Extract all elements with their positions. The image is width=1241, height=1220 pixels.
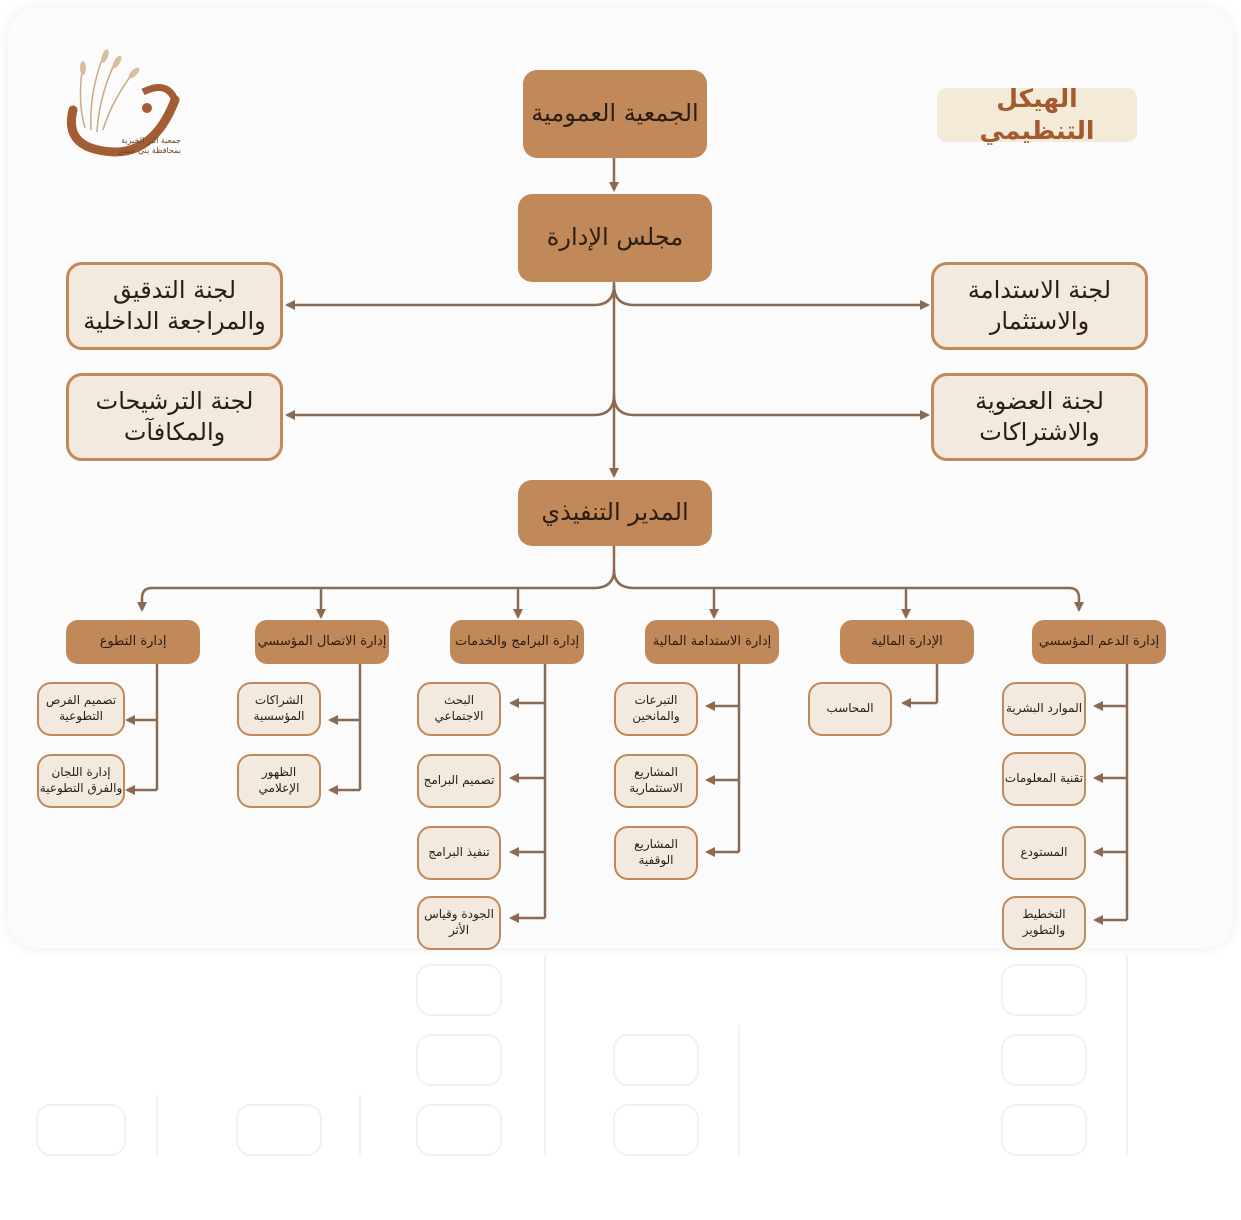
executive-director-node: المدير التنفيذي: [518, 480, 712, 546]
unit-node: التبرعات والمانحين: [614, 682, 698, 736]
unit-node: إدارة اللجان والفرق التطوعية: [37, 754, 125, 808]
membership-committee-line1: لجنة العضوية: [975, 386, 1104, 415]
unit-label: الشراكات: [254, 693, 304, 708]
unit-node: الجودة وقياس الأثر: [417, 896, 501, 950]
department-financial-sustainability: إدارة الاستدامة المالية: [645, 620, 779, 664]
unit-label: الظهور: [261, 765, 297, 780]
board-node: مجلس الإدارة: [518, 194, 712, 282]
nominations-committee-line1: لجنة الترشيحات: [95, 386, 254, 415]
unit-label: الجودة وقياس: [424, 907, 494, 922]
unit-node: تنفيذ البرامج: [417, 826, 501, 880]
unit-label: تصميم البرامج: [423, 773, 495, 788]
unit-label: البحث: [443, 693, 475, 708]
unit-node: الظهور الإعلامي: [237, 754, 321, 808]
unit-node: تقنية المعلومات: [1002, 752, 1086, 806]
sustainability-committee-line2: والاستثمار: [989, 307, 1090, 335]
department-finance: الإدارة المالية: [840, 620, 974, 664]
wheat-logo-icon: [66, 49, 180, 157]
unit-label: تصميم الفرص: [45, 693, 117, 708]
page-title: الهيكل التنظيمي: [937, 84, 1137, 145]
unit-label: الاجتماعي: [434, 709, 484, 723]
nominations-committee-node: لجنة الترشيحات والمكافآت: [66, 373, 283, 461]
unit-node: المحاسب: [808, 682, 892, 736]
unit-label: الوقفية: [638, 853, 674, 867]
unit-label: المشاريع: [634, 765, 678, 780]
unit-label: المحاسب: [826, 701, 874, 716]
unit-label: التبرعات: [634, 693, 678, 708]
membership-committee-node: لجنة العضوية والاشتراكات: [931, 373, 1148, 461]
department-volunteering: إدارة التطوع: [66, 620, 200, 664]
unit-label: الأثر: [448, 923, 470, 937]
charity-logo: جمعية البر الخيرية بمحافظة بني حسن: [55, 40, 185, 170]
logo-name: جمعية البر الخيرية: [121, 136, 181, 145]
unit-label: التطوعية: [59, 709, 103, 723]
unit-label: التخطيط: [1022, 907, 1066, 922]
general-assembly-node: الجمعية العمومية: [523, 70, 707, 158]
unit-node: البحث الاجتماعي: [417, 682, 501, 736]
unit-node: التخطيط والتطوير: [1002, 896, 1086, 950]
unit-label: إدارة اللجان: [51, 765, 111, 780]
unit-node: تصميم البرامج: [417, 754, 501, 808]
unit-label: والفرق التطوعية: [39, 781, 123, 795]
department-communication: إدارة الاتصال المؤسسي: [255, 620, 389, 664]
audit-committee-line1: لجنة التدقيق: [112, 275, 237, 304]
unit-label: المشاريع: [634, 837, 678, 852]
sustainability-committee-line1: لجنة الاستدامة: [967, 275, 1112, 304]
unit-label: المؤسسية: [253, 709, 305, 723]
unit-label: الموارد البشرية: [1005, 701, 1083, 716]
logo-subtitle: بمحافظة بني حسن: [117, 146, 181, 155]
unit-label: والمانحين: [632, 709, 680, 723]
department-programs: إدارة البرامج والخدمات: [450, 620, 584, 664]
unit-label: تقنية المعلومات: [1004, 771, 1084, 786]
department-support: إدارة الدعم المؤسسي: [1032, 620, 1166, 664]
audit-committee-line2: والمراجعة الداخلية: [83, 307, 266, 335]
unit-label: الإعلامي: [258, 781, 300, 795]
unit-node: تصميم الفرص التطوعية: [37, 682, 125, 736]
unit-node: المشاريع الاستثمارية: [614, 754, 698, 808]
unit-label: الاستثمارية: [629, 781, 683, 795]
nominations-committee-line2: والمكافآت: [123, 418, 226, 446]
unit-label: المستودع: [1020, 845, 1068, 860]
audit-committee-node: لجنة التدقيق والمراجعة الداخلية: [66, 262, 283, 350]
sustainability-committee-node: لجنة الاستدامة والاستثمار: [931, 262, 1148, 350]
unit-label: والتطوير: [1022, 923, 1066, 937]
membership-committee-line2: والاشتراكات: [979, 418, 1100, 446]
unit-label: تنفيذ البرامج: [428, 845, 490, 860]
unit-node: الموارد البشرية: [1002, 682, 1086, 736]
unit-node: المستودع: [1002, 826, 1086, 880]
unit-node: الشراكات المؤسسية: [237, 682, 321, 736]
unit-node: المشاريع الوقفية: [614, 826, 698, 880]
